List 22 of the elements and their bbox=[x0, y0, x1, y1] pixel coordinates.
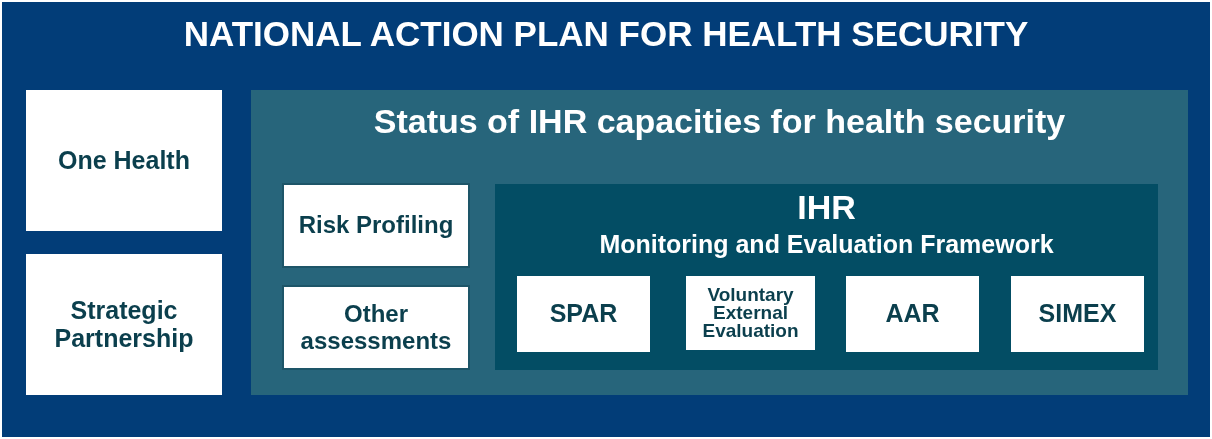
tool-box bbox=[1011, 276, 1144, 352]
tool-box bbox=[846, 276, 979, 352]
topic-box bbox=[26, 254, 222, 395]
assessment-box bbox=[282, 183, 470, 268]
tool-box bbox=[686, 276, 815, 350]
panel-heading: IHR bbox=[796, 188, 857, 227]
assessment-box bbox=[282, 285, 470, 370]
topic-box bbox=[26, 90, 222, 231]
box-label: Other assessments bbox=[299, 301, 453, 354]
box-label: One Health bbox=[58, 146, 190, 175]
box-label: AAR bbox=[885, 300, 940, 328]
tool-box bbox=[517, 276, 650, 352]
framework-panel bbox=[495, 184, 1158, 370]
box-label: SIMEX bbox=[1038, 300, 1117, 328]
panel-subheading: Monitoring and Evaluation Framework bbox=[598, 230, 1055, 259]
box-label: Voluntary External Evaluation bbox=[701, 285, 800, 341]
panel-heading: NATIONAL ACTION PLAN FOR HEALTH SECURITY bbox=[182, 14, 1030, 54]
box-label: Risk Profiling bbox=[298, 212, 454, 239]
panel-heading: Status of IHR capacities for health security bbox=[372, 102, 1067, 141]
status-panel bbox=[251, 90, 1188, 395]
box-label: SPAR bbox=[549, 300, 618, 328]
box-label: Strategic Partnership bbox=[53, 297, 195, 352]
